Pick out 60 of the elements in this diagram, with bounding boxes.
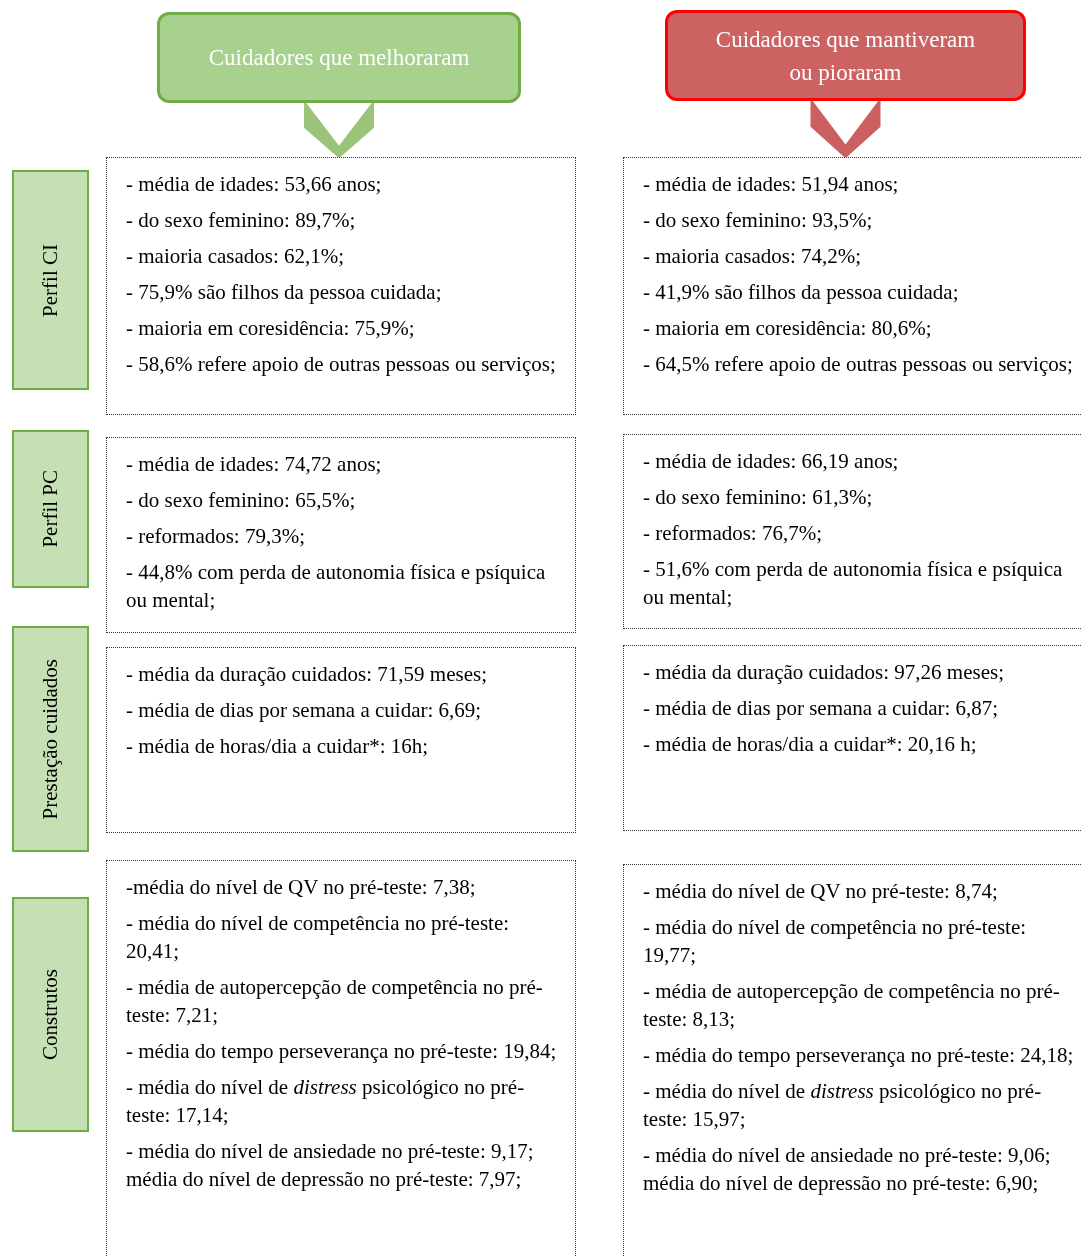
- info-item: - maioria casados: 74,2%;: [643, 243, 863, 270]
- category-tab: [12, 897, 89, 1132]
- info-item: - média de autopercepção de competência no pré-teste: 7,21;: [126, 974, 544, 1029]
- info-item: - maioria casados: 62,1%;: [126, 243, 346, 270]
- info-box: [623, 864, 1081, 1257]
- info-item: - média de idades: 51,94 anos;: [643, 171, 900, 198]
- info-item: - média do nível de distress psicológico no pré-teste: 17,14;: [126, 1074, 526, 1129]
- info-item: - 41,9% são filhos da pessoa cuidada;: [643, 279, 960, 306]
- info-box: [106, 647, 576, 833]
- category-label: Construtos: [38, 969, 63, 1060]
- chevron-arrow: [810, 98, 881, 159]
- header-box: [665, 10, 1026, 101]
- info-box: [106, 860, 576, 1257]
- info-item: - média de idades: 66,19 anos;: [643, 448, 900, 475]
- info-item: - do sexo feminino: 65,5%;: [126, 487, 357, 514]
- header-box: [157, 12, 521, 103]
- info-item: - média da duração cuidados: 97,26 meses;: [643, 659, 1005, 686]
- info-item: - média de idades: 53,66 anos;: [126, 171, 383, 198]
- info-item: - reformados: 76,7%;: [643, 520, 824, 547]
- info-item: - média da duração cuidados: 71,59 meses;: [126, 661, 488, 688]
- info-item: - 44,8% com perda de autonomia física e psíquica ou mental;: [126, 559, 547, 614]
- category-label: Perfil PC: [38, 470, 63, 548]
- header-text: Cuidadores que melhoraram: [208, 44, 470, 72]
- info-item: - 64,5% refere apoio de outras pessoas ou serviços;: [643, 351, 1074, 378]
- category-label: Perfil CI: [38, 243, 63, 317]
- info-item: - média do tempo perseverança no pré-teste: 19,84;: [126, 1038, 558, 1065]
- info-item: - 58,6% refere apoio de outras pessoas ou serviços;: [126, 351, 557, 378]
- info-item: - média de idades: 74,72 anos;: [126, 451, 383, 478]
- info-box: [623, 157, 1081, 415]
- info-box: [623, 645, 1081, 831]
- info-item: - média do nível de distress psicológico no pré-teste: 15,97;: [643, 1078, 1043, 1133]
- info-item: - reformados: 79,3%;: [126, 523, 307, 550]
- info-item: - média do nível de ansiedade no pré-teste: 9,17; média do nível de depressão no pré-teste: 7,97;: [126, 1138, 535, 1193]
- info-item: - média do nível de competência no pré-teste: 19,77;: [643, 914, 1028, 969]
- category-tab: [12, 170, 89, 390]
- header-text: Cuidadores que mantiveram ou pioraram: [714, 25, 977, 87]
- info-box: [106, 157, 576, 415]
- info-item: - média de dias por semana a cuidar: 6,87;: [643, 695, 1000, 722]
- info-item: - média do nível de QV no pré-teste: 8,74;: [643, 878, 999, 905]
- info-item: -média do nível de QV no pré-teste: 7,38;: [126, 874, 477, 901]
- info-item: - média de autopercepção de competência no pré-teste: 8,13;: [643, 978, 1061, 1033]
- category-tab: [12, 626, 89, 852]
- chevron-arrow: [304, 100, 374, 159]
- info-item: - média de horas/dia a cuidar*: 20,16 h;: [643, 731, 978, 758]
- info-item: - 75,9% são filhos da pessoa cuidada;: [126, 279, 443, 306]
- info-item: - média do tempo perseverança no pré-teste: 24,18;: [643, 1042, 1074, 1069]
- category-label: Prestação cuidados: [38, 658, 63, 820]
- category-tab: [12, 430, 89, 588]
- info-item: - média de dias por semana a cuidar: 6,69;: [126, 697, 483, 724]
- info-box: [106, 437, 576, 633]
- info-item: - média do nível de competência no pré-teste: 20,41;: [126, 910, 511, 965]
- info-item: - 51,6% com perda de autonomia física e psíquica ou mental;: [643, 556, 1064, 611]
- info-item: - do sexo feminino: 89,7%;: [126, 207, 357, 234]
- info-item: - maioria em coresidência: 75,9%;: [126, 315, 416, 342]
- info-item: - média do nível de ansiedade no pré-teste: 9,06; média do nível de depressão no pré-teste: 6,90;: [643, 1142, 1052, 1197]
- info-item: - maioria em coresidência: 80,6%;: [643, 315, 933, 342]
- info-box: [623, 434, 1081, 629]
- info-item: - do sexo feminino: 93,5%;: [643, 207, 874, 234]
- info-item: - média de horas/dia a cuidar*: 16h;: [126, 733, 430, 760]
- info-item: - do sexo feminino: 61,3%;: [643, 484, 874, 511]
